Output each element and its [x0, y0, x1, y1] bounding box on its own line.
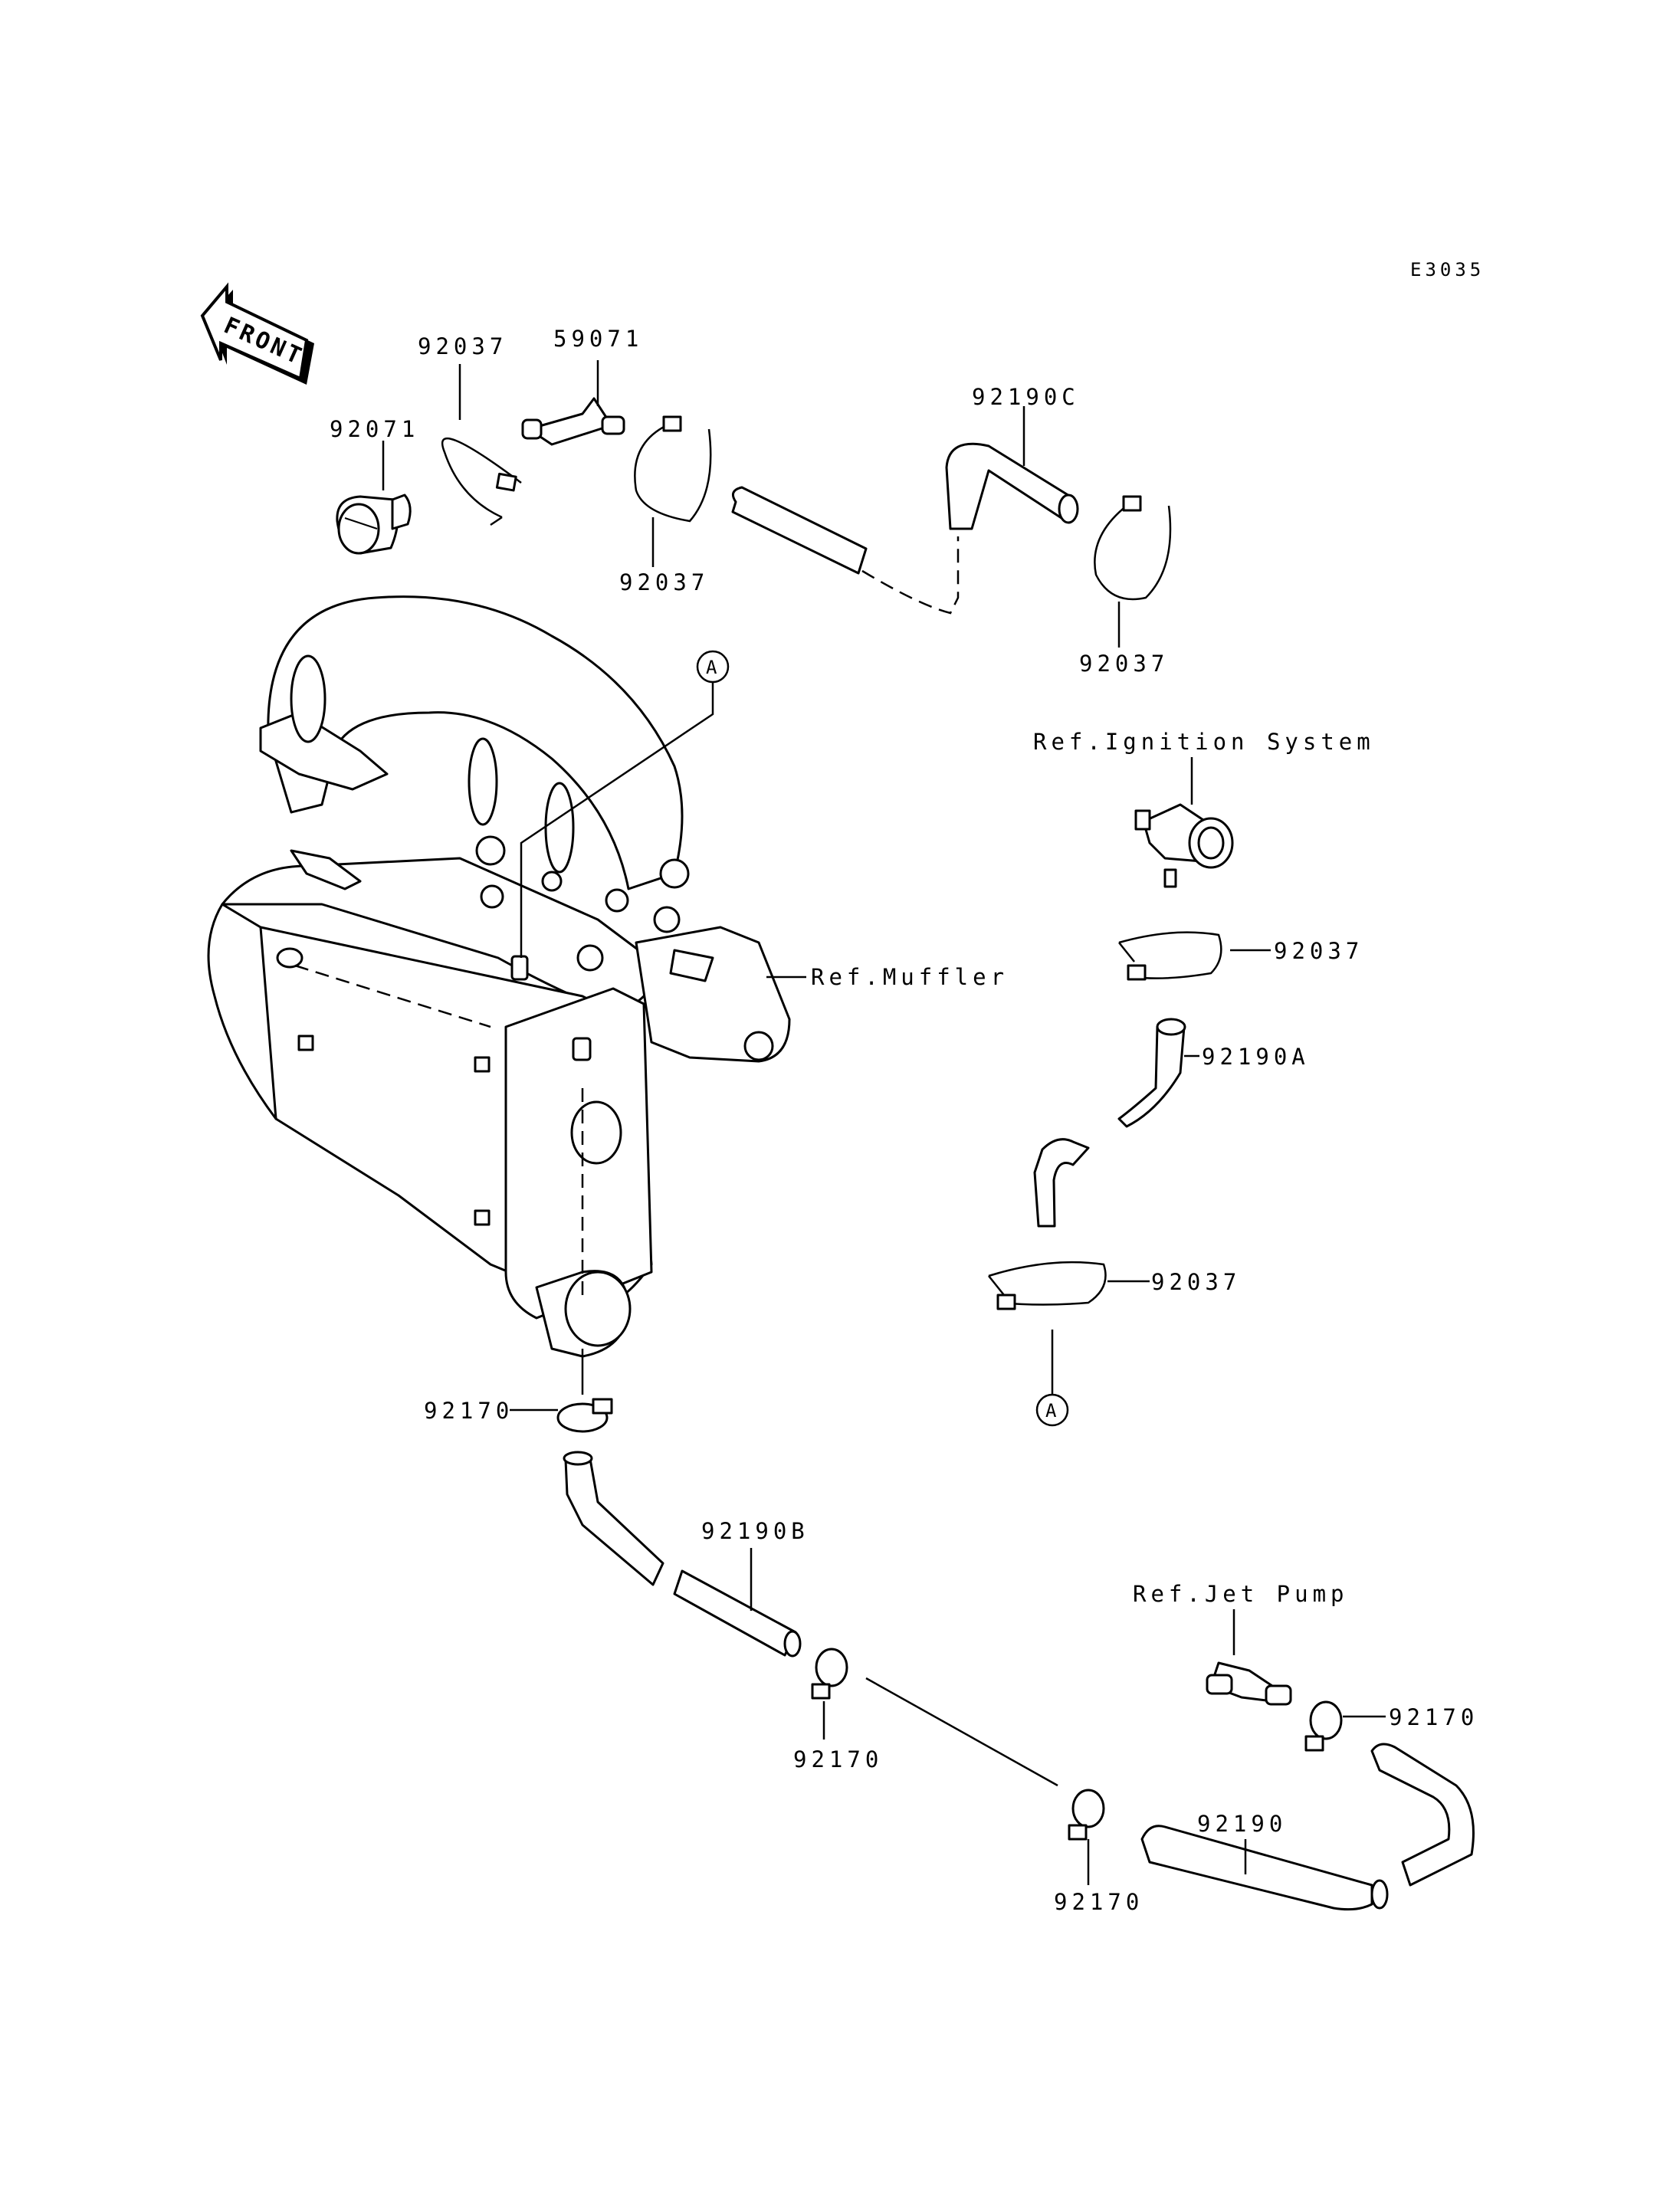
label-92071: 92071	[330, 416, 419, 442]
part-92037-band-right-1	[1118, 931, 1271, 981]
part-92037-band-top-right	[1094, 495, 1172, 648]
label-92037-top-left: 92037	[418, 333, 507, 359]
diagram-code: E3035	[1410, 259, 1485, 280]
part-92071-knob	[336, 441, 412, 555]
part-92037-band-right-2	[988, 1261, 1150, 1395]
front-arrow-icon: FRONT	[200, 282, 314, 385]
part-92037-band-top-left	[441, 364, 522, 526]
part-ignition-fitting	[1134, 757, 1234, 888]
label-92037-right-1: 92037	[1274, 938, 1363, 964]
label-59071: 59071	[553, 326, 643, 352]
callout-a-top: A	[520, 650, 730, 958]
label-ref-muffler: Ref.Muffler	[811, 964, 1009, 990]
part-92190A-hose	[1033, 1018, 1199, 1228]
svg-text:A: A	[706, 657, 717, 678]
part-92190B-hose	[563, 1451, 802, 1658]
part-92170-clamp-left	[510, 1349, 613, 1433]
label-ref-jet-pump: Ref.Jet Pump	[1133, 1581, 1349, 1607]
label-92170-bottom: 92170	[1054, 1889, 1144, 1915]
part-92190-hose	[1140, 1743, 1475, 1911]
label-92170-right: 92170	[1389, 1704, 1478, 1730]
label-92170-left: 92170	[424, 1398, 514, 1424]
label-92190C: 92190C	[972, 384, 1080, 410]
label-92190A: 92190A	[1202, 1044, 1310, 1070]
label-ref-ignition: Ref.Ignition System	[1033, 729, 1375, 755]
svg-text:A: A	[1045, 1400, 1057, 1421]
part-92170-clamp-right	[1304, 1700, 1386, 1752]
part-92170-clamp-mid	[811, 1648, 1058, 1787]
part-92170-clamp-bottom	[1068, 1789, 1105, 1885]
part-59071-nipple	[521, 360, 625, 446]
callout-a-bottom: A	[1035, 1393, 1069, 1427]
part-jet-pump-fitting	[1206, 1609, 1292, 1706]
label-92170-mid: 92170	[793, 1746, 883, 1772]
part-92037-band-top-mid	[634, 415, 712, 567]
part-92190C-hose	[731, 406, 1079, 615]
label-92037-right-2: 92037	[1151, 1269, 1241, 1295]
label-92190: 92190	[1197, 1811, 1287, 1837]
label-92190B: 92190B	[701, 1518, 809, 1544]
main-assembly	[207, 595, 791, 1358]
label-92037-top-right: 92037	[1079, 651, 1169, 677]
label-92037-top-mid: 92037	[619, 569, 709, 595]
